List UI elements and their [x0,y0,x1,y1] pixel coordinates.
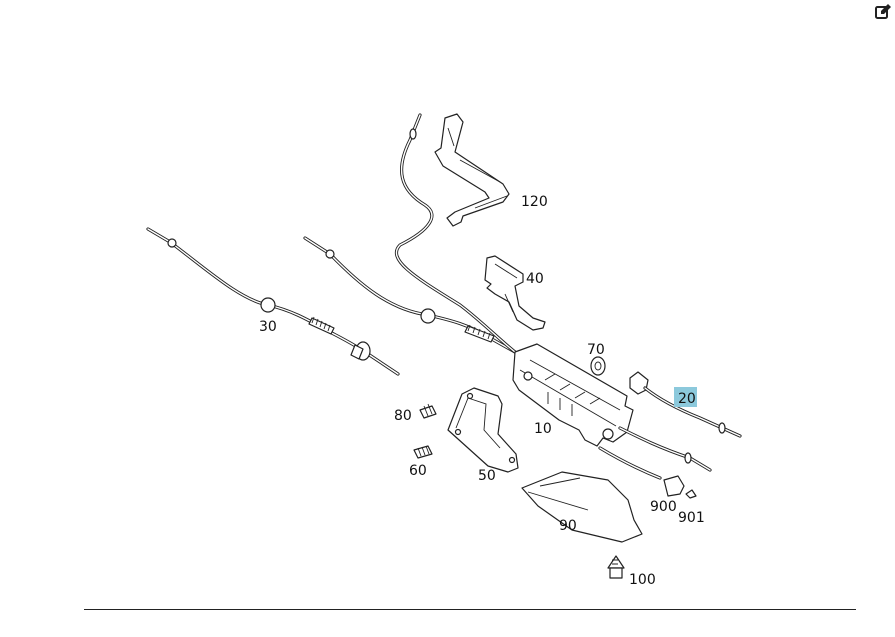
upper-cable[interactable] [394,113,517,354]
label-70[interactable]: 70 [587,342,605,358]
part-80-bolt[interactable] [419,403,437,419]
label-20-highlight [674,387,697,407]
part-70-bushing[interactable] [590,356,606,376]
part-100-bolt[interactable] [607,555,625,579]
part-40-bracket[interactable] [484,255,546,331]
label-80[interactable]: 80 [394,408,412,424]
label-90[interactable]: 90 [559,518,577,534]
part-30-cable-right[interactable] [303,236,517,354]
part-90-shield[interactable] [521,471,643,543]
lower-right-cable[interactable] [598,426,712,480]
label-900[interactable]: 900 [650,499,677,515]
edit-button[interactable] [874,3,892,21]
label-120[interactable]: 120 [521,194,548,210]
label-100[interactable]: 100 [629,572,656,588]
part-900-clip[interactable] [663,475,685,497]
part-30-cable[interactable] [146,227,400,376]
part-50-plate[interactable] [447,387,519,473]
label-901[interactable]: 901 [678,510,705,526]
label-30[interactable]: 30 [259,319,277,335]
edit-icon [875,4,891,19]
part-901-pin[interactable] [685,489,697,499]
bottom-divider [84,609,856,610]
part-10-actuator[interactable] [512,343,634,447]
part-60-screw[interactable] [413,445,433,459]
part-120-bracket[interactable] [434,113,510,227]
label-20[interactable]: 20 [678,391,696,407]
label-10[interactable]: 10 [534,421,552,437]
label-60[interactable]: 60 [409,463,427,479]
label-40[interactable]: 40 [526,271,544,287]
label-50[interactable]: 50 [478,468,496,484]
